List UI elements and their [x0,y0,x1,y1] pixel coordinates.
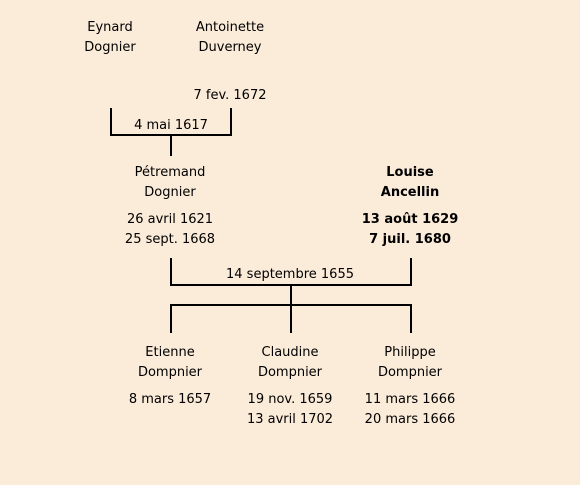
person-first-name: Philippe [384,345,436,360]
person-etienne-dompnier: Etienne Dompnier 8 mars 1657 [90,343,250,410]
person-philippe-dompnier: Philippe Dompnier 11 mars 1666 20 mars 1… [330,343,490,430]
child-connector [410,304,412,333]
person-claudine-dompnier: Claudine Dompnier 19 nov. 1659 13 avril … [210,343,370,430]
person-louise-ancellin: Louise Ancellin 13 août 1629 7 juil. 168… [330,163,490,250]
person-antoinette-duverney: Antoinette Duverney 7 fev. 1672 [150,18,310,106]
connector-line [410,258,412,286]
marriage-date: 14 septembre 1655 [215,267,365,283]
person-last-name: Dognier [144,185,196,200]
person-last-name: Duverney [198,40,262,55]
person-death-date: 25 sept. 1668 [124,232,216,247]
person-first-name: Etienne [145,345,195,360]
child-connector [290,304,292,333]
person-birth-date: 26 avril 1621 [126,212,214,227]
person-life-dates: 8 mars 1657 [90,390,250,410]
person-first-name: Claudine [261,345,319,360]
person-birth-date: 19 nov. 1659 [247,392,333,407]
connector-line [230,108,232,136]
person-first-name: Eynard [87,20,133,35]
person-life-dates: 26 avril 1621 25 sept. 1668 [90,210,250,250]
person-petremand-dognier: Pétremand Dognier 26 avril 1621 25 sept.… [90,163,250,250]
person-last-name: Dompnier [377,365,443,380]
person-birth-date: 8 mars 1657 [128,392,212,407]
person-first-name: Pétremand [134,165,206,180]
marriage-date: 4 mai 1617 [112,118,230,134]
person-first-name: Louise [386,165,434,180]
descent-line [290,284,292,306]
descent-line [170,134,172,156]
connector-line [110,108,112,136]
person-eynard-dognier: Eynard Dognier [30,18,190,58]
person-last-name: Dognier [84,40,136,55]
person-death-date: 7 juil. 1680 [369,232,451,247]
person-birth-date: 13 août 1629 [361,212,459,227]
person-life-dates: 11 mars 1666 20 mars 1666 [330,390,490,430]
person-first-name: Antoinette [195,20,265,35]
person-life-dates: 19 nov. 1659 13 avril 1702 [210,390,370,430]
person-death-date: 7 fev. 1672 [193,88,267,103]
person-last-name: Dompnier [137,365,203,380]
person-death-date: 20 mars 1666 [364,412,456,427]
connector-line [170,258,172,286]
person-birth-date: 11 mars 1666 [364,392,456,407]
person-death-date: 13 avril 1702 [246,412,334,427]
person-last-name: Dompnier [257,365,323,380]
child-connector [170,304,172,333]
person-life-dates: 13 août 1629 7 juil. 1680 [330,210,490,250]
person-last-name: Ancellin [380,185,440,200]
